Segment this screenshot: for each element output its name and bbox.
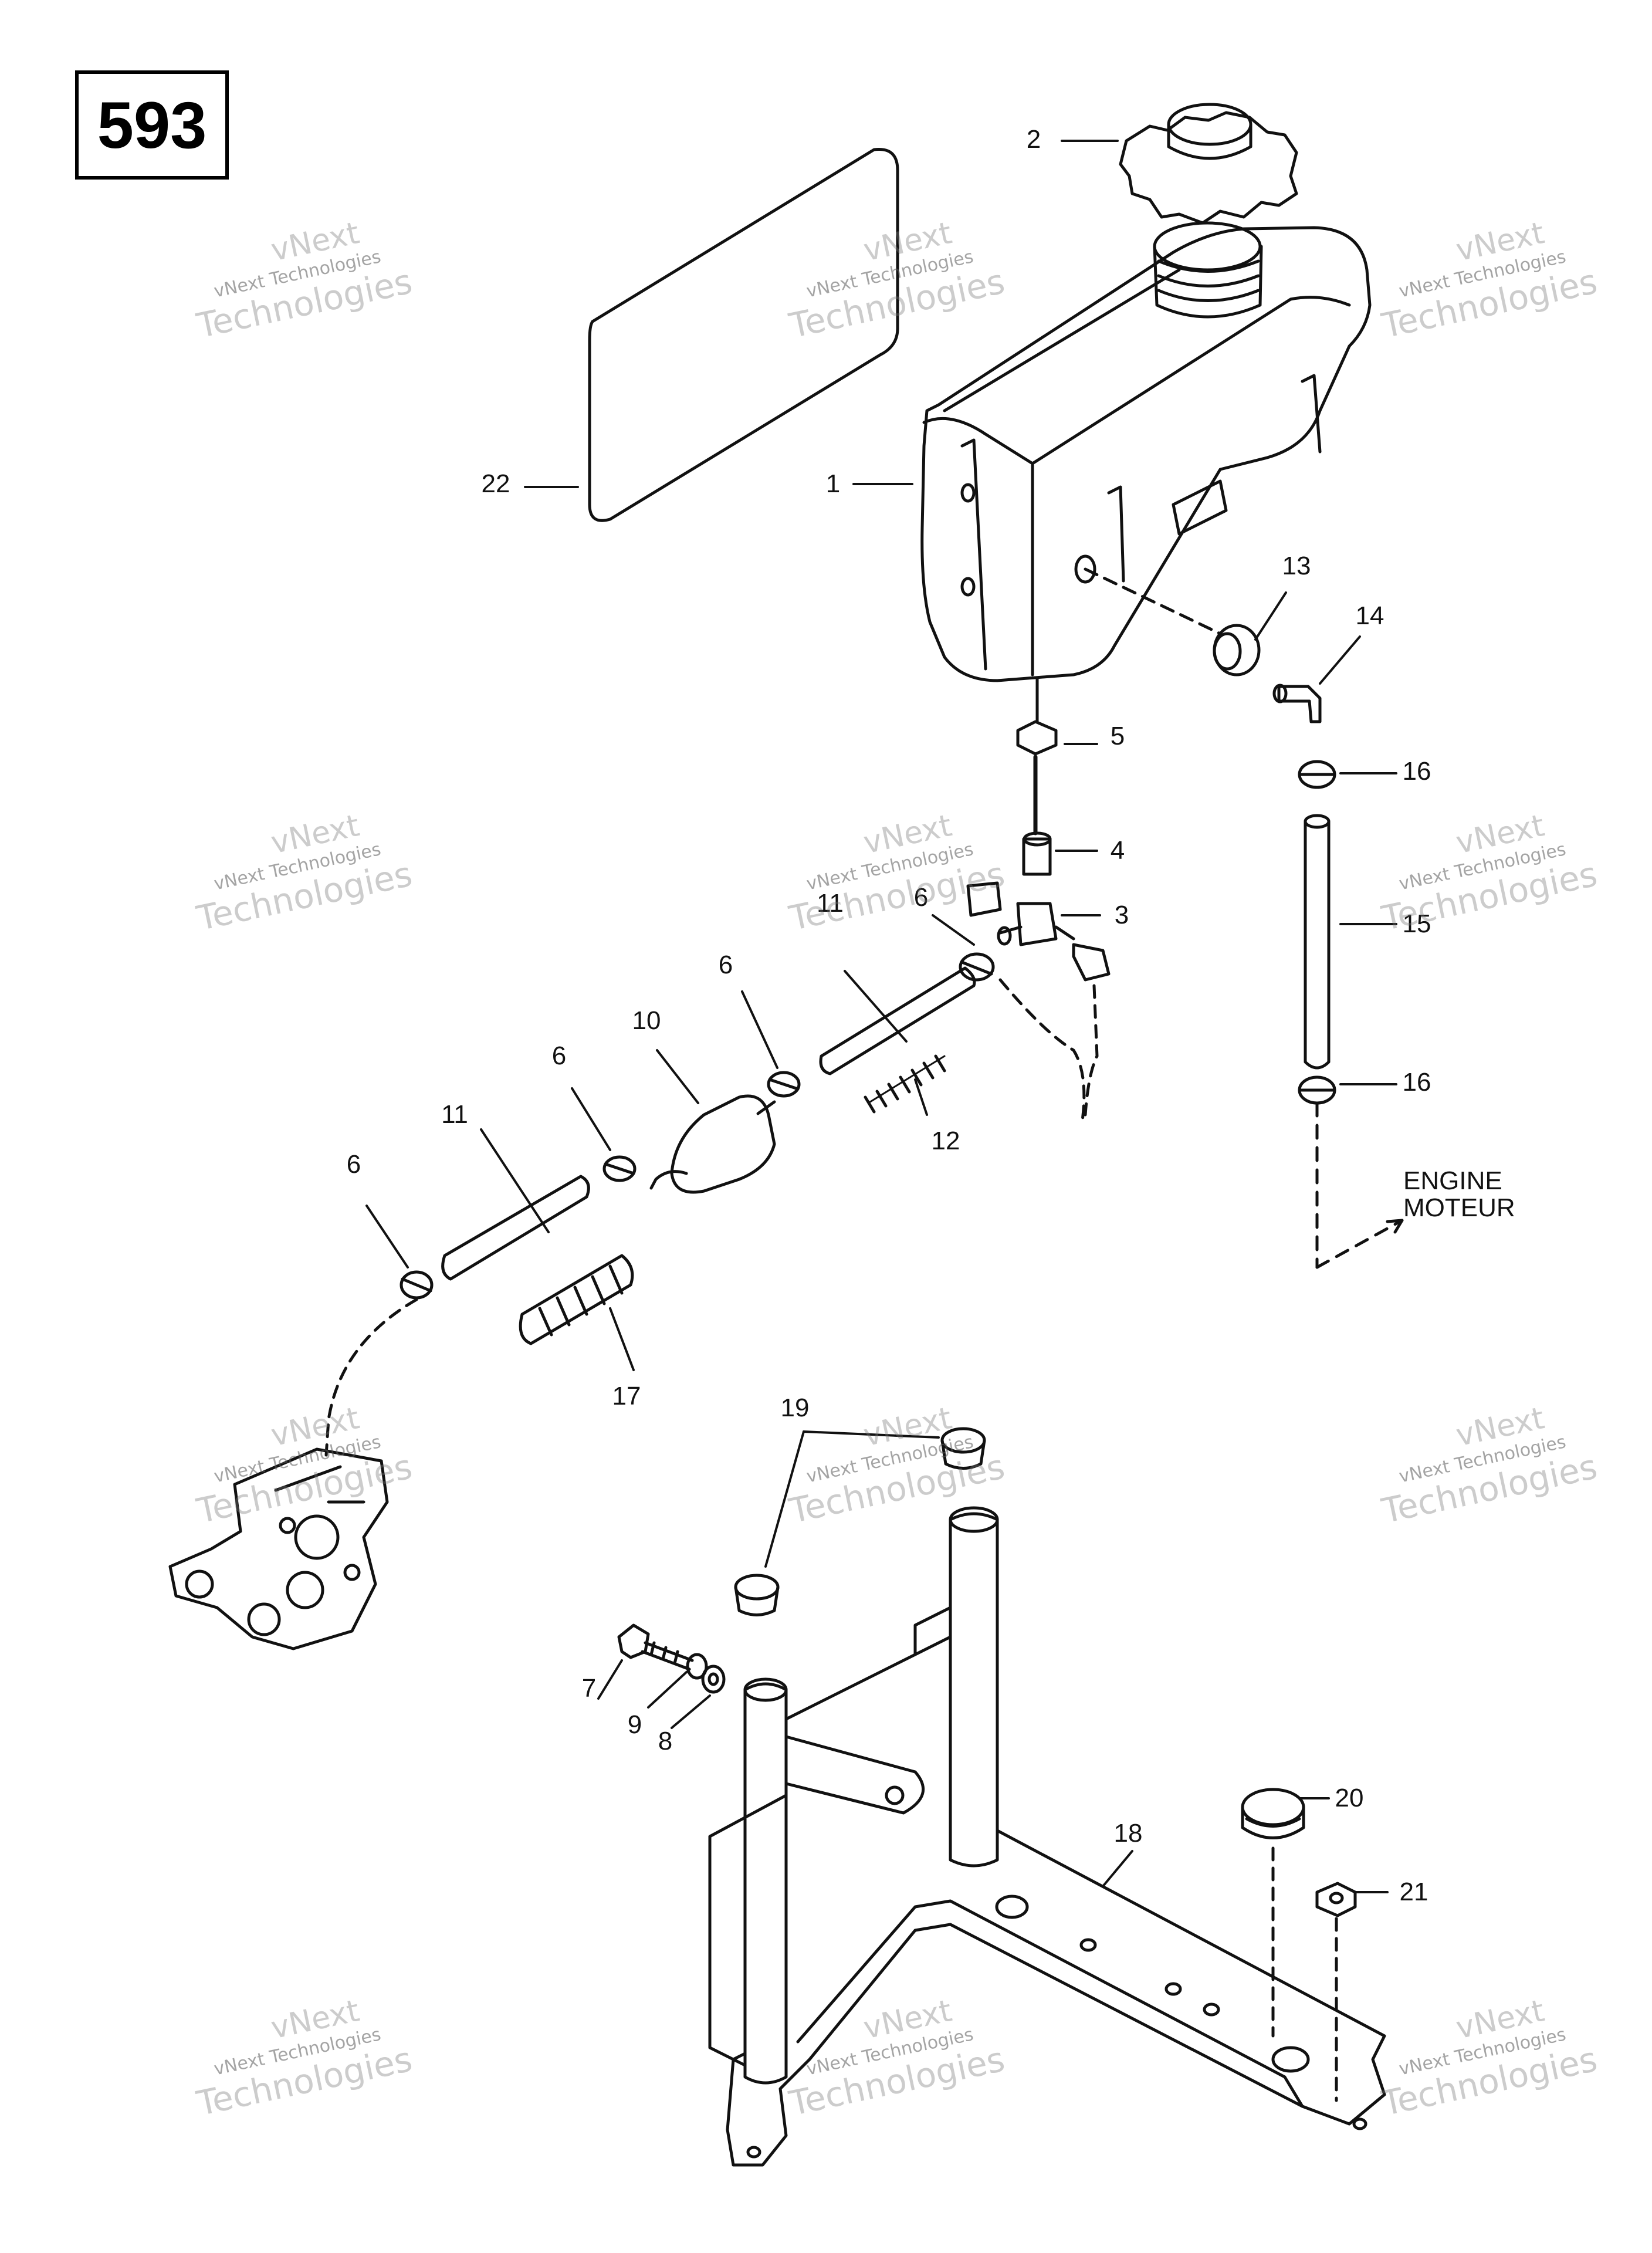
callout-5: 5	[1110, 722, 1125, 750]
callout-4: 4	[1110, 836, 1125, 865]
callout-16a: 16	[1402, 757, 1431, 786]
oil-tank	[920, 221, 1372, 682]
callout-6b: 6	[718, 950, 733, 979]
callout-18: 18	[1113, 1819, 1143, 1848]
callout-12: 12	[931, 1126, 960, 1155]
engine-direction-label: ENGINE MOTEUR	[1403, 1166, 1515, 1223]
leader-lines	[365, 140, 1397, 1893]
callout-7: 7	[581, 1674, 597, 1703]
rubber-mount	[1241, 1788, 1305, 1839]
fuel-hose-lower	[441, 1175, 590, 1281]
hose-clamp-d	[400, 1270, 434, 1300]
callout-14: 14	[1355, 601, 1384, 630]
hose-clamp-lower	[1298, 1075, 1336, 1105]
callout-9: 9	[627, 1710, 642, 1739]
callout-16b: 16	[1402, 1068, 1431, 1097]
callout-1: 1	[825, 469, 841, 498]
hose-clamp-b	[767, 1071, 801, 1098]
callout-6c: 6	[551, 1041, 567, 1070]
callout-20: 20	[1335, 1784, 1364, 1812]
elbow-fitting	[1272, 684, 1322, 723]
vent-hose	[1304, 814, 1331, 1070]
flat-washer	[701, 1665, 726, 1694]
spring-sleeve	[519, 1254, 634, 1345]
bolt	[617, 1623, 694, 1671]
callout-3: 3	[1114, 901, 1129, 929]
callout-11b: 11	[441, 1100, 468, 1129]
hose-clamp-upper	[1298, 760, 1336, 789]
fuel-cap	[1119, 103, 1298, 225]
callout-11a: 11	[817, 889, 844, 918]
tank-nut	[1016, 720, 1058, 756]
grommet	[1213, 624, 1261, 676]
hose-clamp-a	[959, 952, 995, 982]
lock-washer	[686, 1653, 708, 1680]
support-frame	[708, 1506, 1386, 2167]
callout-2: 2	[1026, 125, 1041, 154]
callout-21: 21	[1399, 1877, 1428, 1906]
callout-17: 17	[612, 1382, 641, 1410]
engine-label-line2: MOTEUR	[1403, 1193, 1515, 1223]
callout-22: 22	[481, 469, 510, 498]
callout-19: 19	[780, 1393, 810, 1422]
callout-8: 8	[658, 1727, 673, 1755]
valve-connector	[1022, 831, 1052, 876]
callout-6a: 6	[913, 883, 929, 912]
decal-sheet	[588, 147, 899, 522]
tube-plug-left	[734, 1574, 780, 1616]
shut-off-valve	[997, 902, 1075, 946]
lock-nut	[1315, 1882, 1357, 1917]
hose-clamp-c	[602, 1155, 637, 1182]
diagram-number: 593	[75, 70, 229, 180]
spring-upper	[864, 1054, 946, 1114]
callout-13: 13	[1282, 552, 1311, 580]
engine-label-line1: ENGINE	[1403, 1166, 1502, 1195]
fuel-pump	[168, 1447, 389, 1650]
valve-handle	[1072, 943, 1111, 982]
callout-10: 10	[632, 1006, 661, 1035]
tube-plug-top	[940, 1427, 986, 1470]
callout-6d: 6	[346, 1150, 361, 1179]
callout-15: 15	[1402, 909, 1431, 938]
valve-lever	[966, 881, 1002, 917]
fuel-hose-upper	[819, 966, 976, 1075]
fuel-filter	[649, 1094, 776, 1194]
